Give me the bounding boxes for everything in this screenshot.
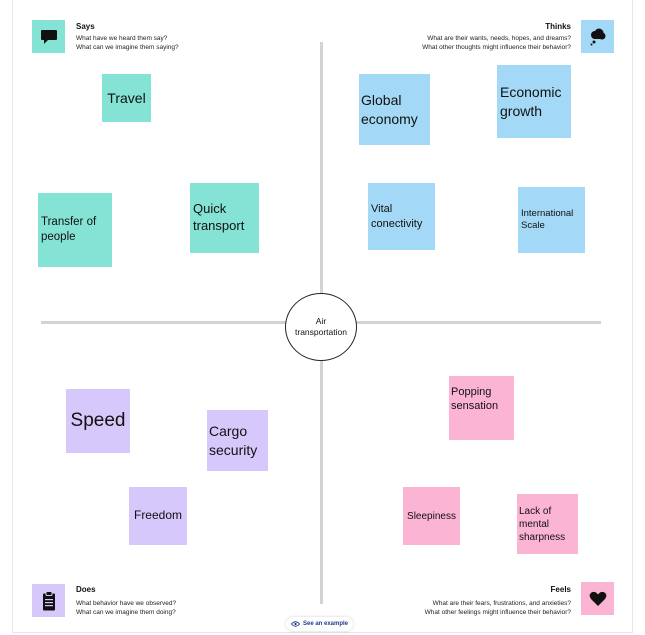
sticky-note-lack-of-mental-sharpness[interactable]: Lack of mental sharpness [517,494,578,554]
sticky-note-text: Speed [70,409,126,431]
sticky-note-text: Travel [107,89,146,106]
sticky-note-sleepiness[interactable]: Sleepiness [403,487,460,545]
feels-prompt-1: What are their fears, frustrations, and … [432,600,571,607]
does-prompt-2: What can we imagine them doing? [76,609,176,616]
sticky-note-travel[interactable]: Travel [102,74,151,122]
does-title: Does [76,585,96,594]
sticky-note-text: Lack of mental sharpness [519,505,566,543]
heart-icon [589,591,606,606]
says-title: Says [76,22,95,31]
center-topic-label: Air transportation [295,316,347,337]
says-prompt-1: What have we heard them say? [76,35,168,42]
says-prompts: What have we heard them say? What can we… [76,34,179,52]
does-prompt-1: What behavior have we observed? [76,600,177,607]
sticky-note-freedom[interactable]: Freedom [129,487,187,545]
sticky-note-quick-transport[interactable]: Quick transport [190,183,259,253]
sticky-note-international-scale[interactable]: International Scale [518,187,585,253]
feels-prompt-2: What other feelings might influence thei… [424,609,571,616]
sticky-note-text: Quick transport [193,201,245,233]
sticky-note-text: Sleepiness [407,510,456,522]
sticky-note-text: Global economy [361,92,418,127]
sticky-note-text: Transfer of people [41,216,97,243]
says-prompt-2: What can we imagine them saying? [76,44,179,51]
sticky-note-cargo-security[interactable]: Cargo security [207,410,268,471]
thinks-prompt-2: What other thoughts might influence thei… [422,44,571,51]
sticky-note-economic-growth[interactable]: Economic growth [497,65,571,138]
does-prompts: What behavior have we observed? What can… [76,599,176,617]
see-example-label: See an example [302,621,349,627]
thinks-prompts: What are their wants, needs, hopes, and … [422,34,571,52]
sticky-note-speed[interactable]: Speed [66,389,130,453]
does-icon-tile [32,584,65,617]
thinks-title: Thinks [545,22,571,31]
feels-prompts: What are their fears, frustrations, and … [425,599,571,617]
sticky-note-text: Freedom [133,508,183,523]
eye-icon [290,621,300,627]
speech-bubble-icon [40,29,57,44]
sticky-note-text: Popping sensation [451,386,499,413]
sticky-note-global-economy[interactable]: Global economy [359,74,430,145]
thinks-icon-tile [581,20,614,53]
sticky-note-text: Vital conectivity [371,203,423,230]
sticky-note-text: Economic growth [500,84,562,119]
center-topic[interactable]: Air transportation [285,293,357,361]
thinks-prompt-1: What are their wants, needs, hopes, and … [427,35,571,42]
clipboard-icon [42,590,55,610]
sticky-note-vital-conectivity[interactable]: Vital conectivity [368,183,435,250]
sticky-note-transfer-of-people[interactable]: Transfer of people [38,193,112,267]
feels-title: Feels [550,585,571,594]
sticky-note-text: Cargo security [209,423,258,458]
says-icon-tile [32,20,65,53]
feels-icon-tile [581,582,614,615]
see-example-button[interactable]: See an example [286,617,353,631]
sticky-note-popping-sensation[interactable]: Popping sensation [449,376,514,440]
canvas-frame [12,0,633,633]
thought-cloud-icon [590,28,605,45]
sticky-note-text: International Scale [521,207,574,231]
